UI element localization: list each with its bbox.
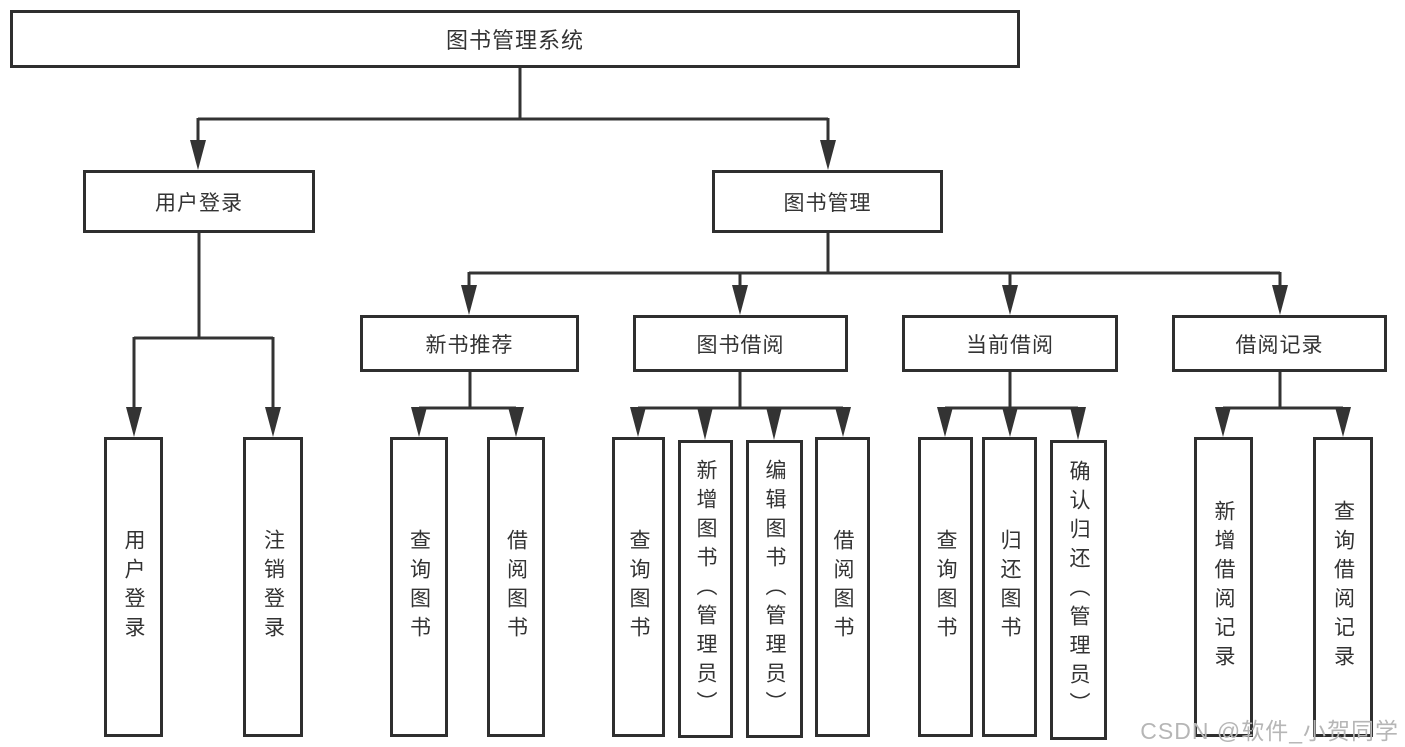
leaf-query-books-borrow: 查询图书 [612,437,665,737]
node-new-book-recommend: 新书推荐 [360,315,579,372]
leaf-query-borrow-record: 查询借阅记录 [1313,437,1373,737]
leaf-label: 查询图书 [934,529,958,645]
leaf-query-books-current: 查询图书 [918,437,973,737]
leaf-user-login: 用户登录 [104,437,163,737]
leaf-label: 确认归还（管理员） [1067,459,1091,721]
node-library-system: 图书管理系统 [10,10,1020,68]
csdn-watermark: CSDN @软件_小贺同学 [1140,718,1399,744]
leaf-label: 查询图书 [407,529,431,645]
leaf-label: 新增借阅记录 [1212,500,1236,674]
node-user-login: 用户登录 [83,170,315,233]
leaf-borrow-books-recommend: 借阅图书 [487,437,545,737]
leaf-borrow-books: 借阅图书 [815,437,870,737]
leaf-label: 归还图书 [998,529,1022,645]
leaf-return-books: 归还图书 [982,437,1037,737]
node-book-borrow: 图书借阅 [633,315,848,372]
leaf-edit-books-admin: 编辑图书（管理员） [746,440,803,738]
node-book-management: 图书管理 [712,170,943,233]
node-current-borrow: 当前借阅 [902,315,1118,372]
leaf-label: 注销登录 [261,529,285,645]
leaf-add-books-admin: 新增图书（管理员） [678,440,733,738]
leaf-add-borrow-record: 新增借阅记录 [1194,437,1253,737]
leaf-label: 查询图书 [627,529,651,645]
leaf-label: 借阅图书 [504,529,528,645]
leaf-query-books-recommend: 查询图书 [390,437,448,737]
leaf-label: 用户登录 [122,529,146,645]
leaf-label: 编辑图书（管理员） [763,458,787,720]
leaf-label: 查询借阅记录 [1331,500,1355,674]
leaf-confirm-return-admin: 确认归还（管理员） [1050,440,1107,740]
leaf-label: 借阅图书 [831,529,855,645]
leaf-label: 新增图书（管理员） [694,458,718,720]
node-borrow-records: 借阅记录 [1172,315,1387,372]
leaf-logout: 注销登录 [243,437,303,737]
